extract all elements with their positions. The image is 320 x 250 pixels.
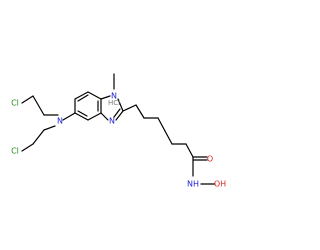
bond-ch2-n-bottom (43, 125, 56, 131)
hydroxyl-group: OH (214, 180, 226, 189)
bond-c7a-n1 (100, 95, 111, 100)
bond-chain-1 (122, 104, 137, 112)
carbonyl-oxygen: O (207, 155, 213, 164)
bond-n-ring (62, 112, 76, 121)
hcl-salt-label: HCl (108, 99, 120, 107)
bond-chain-7 (185, 143, 194, 158)
bond-n1-c2 (117, 98, 124, 112)
imidazole-nitrogen-3: N (109, 117, 115, 126)
bond-chain-2 (135, 104, 145, 119)
bond-cl-ch2-bottom (21, 143, 34, 152)
chlorine-atom-top: Cl (11, 99, 19, 108)
imidazole-nitrogen-1: N (111, 92, 117, 101)
bond-ring-5 (87, 112, 102, 121)
bond-chain-4 (157, 117, 166, 132)
bond-ring-double-3 (77, 110, 88, 117)
bond-chain-5 (164, 130, 173, 145)
bond-c2-n3-double (113, 108, 121, 118)
amide-nh: NH (187, 180, 199, 189)
bond-ring-double-1 (77, 94, 89, 102)
bond-c2-n3 (115, 110, 124, 121)
amine-nitrogen: N (57, 117, 63, 126)
molecule-structure-diagram: Cl Cl N N N O NH OH HCl (11, 73, 226, 189)
bond-n3-c3a (100, 112, 109, 121)
bond-cl-ch2-top (21, 95, 34, 104)
bond-ring-6 (74, 112, 89, 121)
bond-ch2-ch2-bottom (32, 129, 45, 145)
bond-ring-3 (87, 91, 102, 100)
bond-ch2-ch2-top (32, 95, 45, 116)
bond-ring-2 (74, 91, 89, 100)
chlorine-atom-bottom: Cl (11, 147, 19, 156)
